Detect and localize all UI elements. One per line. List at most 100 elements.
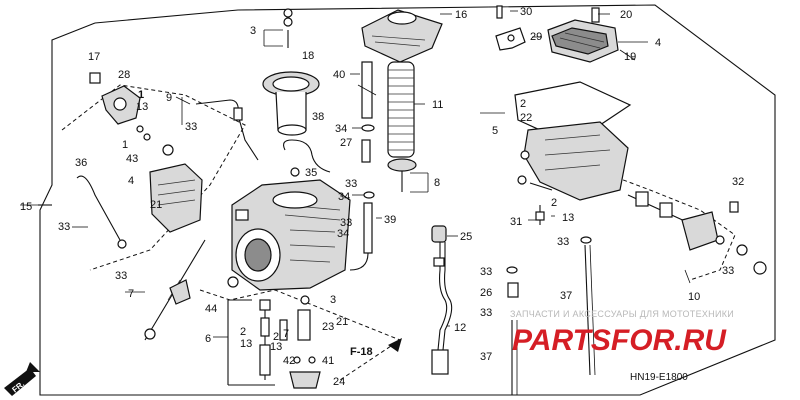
callout-40: 40	[333, 69, 345, 81]
callout-33: 33	[480, 266, 492, 278]
callout-27: 27	[340, 137, 352, 149]
top-cap-assembly	[547, 7, 636, 63]
float-chamber	[514, 81, 632, 201]
callout-33: 33	[115, 270, 127, 282]
callout-33: 33	[185, 121, 197, 133]
callout-6: 6	[205, 333, 211, 345]
callout-33: 33	[480, 307, 492, 319]
callout-18: 18	[302, 50, 314, 62]
side-cover	[149, 144, 203, 233]
diaphragm-cover	[361, 9, 443, 63]
bracket-part	[495, 5, 526, 51]
jet-needle	[283, 8, 293, 48]
callout-33: 33	[345, 178, 357, 190]
callout-13: 13	[562, 212, 574, 224]
throttle-sensor	[431, 225, 453, 375]
callout-29: 29	[530, 31, 542, 43]
callout-15: 15	[20, 201, 32, 213]
callout-22: 22	[520, 112, 532, 124]
callout-39: 39	[384, 214, 396, 226]
breather-hose	[283, 139, 331, 173]
callout-7: 7	[283, 328, 289, 340]
callout-13: 13	[136, 101, 148, 113]
callout-42: 42	[283, 355, 295, 367]
pump-rod	[584, 244, 591, 376]
callout-36: 36	[75, 157, 87, 169]
callout-16: 16	[455, 9, 467, 21]
callout-1: 1	[122, 139, 128, 151]
figure-code: HN19-E1800	[630, 372, 688, 383]
callout-41: 41	[322, 355, 334, 367]
callout-2: 2	[273, 331, 279, 343]
section-reference: F-18	[350, 346, 373, 358]
callout-24: 24	[333, 376, 345, 388]
callout-13: 13	[270, 341, 282, 353]
pump-rod-inner	[589, 244, 596, 376]
callout-3: 3	[330, 294, 336, 306]
callout-2: 2	[520, 98, 526, 110]
callout-37: 37	[560, 290, 572, 302]
overflow-hose	[76, 175, 121, 241]
callout-34: 34	[338, 191, 350, 203]
callout-3: 3	[250, 25, 256, 37]
callout-25: 25	[460, 231, 472, 243]
front-direction-arrow: FR.	[4, 362, 40, 396]
callout-2: 2	[551, 197, 557, 209]
callout-23: 23	[322, 321, 334, 333]
group-outline-left	[61, 84, 246, 271]
callout-21: 21	[150, 199, 162, 211]
leader-lines	[20, 10, 691, 338]
watermark-tagline: ЗАПЧАСТИ И АКСЕССУАРЫ ДЛЯ МОТОТЕХНИКИ	[510, 309, 734, 319]
callout-34: 34	[335, 123, 347, 135]
callout-8: 8	[434, 177, 440, 189]
throttle-stop-screw	[144, 239, 206, 341]
jet-set	[227, 276, 275, 386]
callout-26: 26	[480, 287, 492, 299]
section-arrow	[388, 338, 402, 352]
hose-end	[117, 239, 127, 249]
callout-20: 20	[620, 9, 632, 21]
callout-35: 35	[305, 167, 317, 179]
fuel-hose	[195, 99, 259, 161]
group-outline-right	[609, 174, 736, 281]
callout-17: 17	[88, 51, 100, 63]
vacuum-piston-spring	[387, 61, 417, 192]
callout-13: 13	[240, 338, 252, 350]
callout-33: 33	[58, 221, 70, 233]
callout-33: 33	[722, 265, 734, 277]
callout-33: 33	[340, 217, 352, 229]
callout-4: 4	[128, 175, 134, 187]
hose-clamp	[290, 167, 300, 177]
callout-11: 11	[432, 99, 443, 111]
callout-7: 7	[128, 288, 134, 300]
main-jet-parts	[279, 295, 321, 389]
throttle-cable-bracket	[89, 72, 151, 141]
accelerator-pump	[627, 191, 767, 275]
callout-1: 1	[138, 89, 144, 101]
callout-32: 32	[732, 176, 744, 188]
callout-2: 2	[240, 326, 246, 338]
callout-44: 44	[205, 303, 217, 315]
callout-30: 30	[520, 6, 532, 18]
watermark-site: PARTSFOR.RU	[512, 324, 727, 357]
callout-21: 21	[336, 316, 348, 328]
callout-labels: 1 1 2 2 2 2 3 3 4 4 5 6 7 7 8 9 10 11 12…	[20, 6, 744, 388]
callout-12: 12	[454, 322, 466, 334]
group-outline-bottom	[199, 289, 402, 381]
callout-5: 5	[492, 125, 498, 137]
needle-jet-parts	[349, 61, 377, 271]
callout-34: 34	[337, 228, 349, 240]
callout-9: 9	[166, 92, 172, 104]
callout-33: 33	[557, 236, 569, 248]
callout-43: 43	[126, 153, 138, 165]
callout-37: 37	[480, 351, 492, 363]
callout-31: 31	[510, 216, 522, 228]
diaphragm-boot	[262, 71, 320, 136]
hose-fitting	[233, 107, 243, 121]
callout-4: 4	[655, 37, 661, 49]
small-fittings	[506, 236, 592, 298]
carburetor-body	[231, 179, 351, 291]
diagram-frame	[39, 4, 776, 396]
callout-10: 10	[688, 291, 700, 303]
